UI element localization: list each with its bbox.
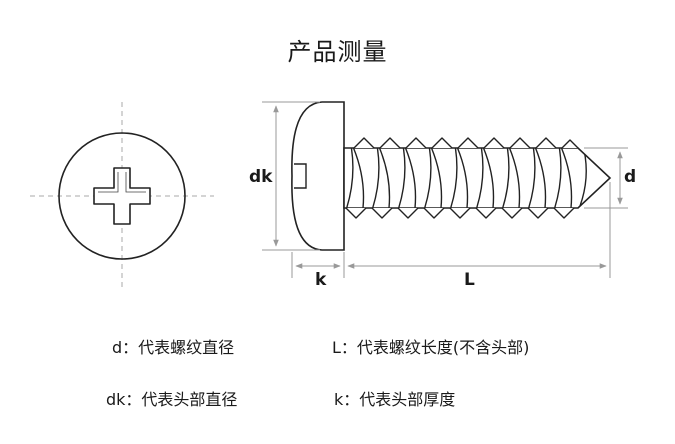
legend-d: d：代表螺纹直径 bbox=[112, 338, 235, 357]
legend-dk: dk：代表头部直径 bbox=[106, 390, 238, 409]
phillips-cross-icon bbox=[93, 167, 151, 225]
legend-k: k：代表头部厚度 bbox=[334, 390, 456, 409]
screw-side-view bbox=[291, 101, 612, 251]
head-top-view bbox=[30, 102, 214, 290]
label-L: L bbox=[464, 270, 475, 290]
label-d: d bbox=[624, 167, 637, 187]
page-title: 产品测量 bbox=[287, 38, 388, 66]
label-k: k bbox=[315, 270, 327, 290]
legend-L: L：代表螺纹长度(不含头部) bbox=[332, 338, 530, 357]
label-dk: dk bbox=[249, 167, 273, 187]
dimension-lines bbox=[262, 101, 628, 278]
